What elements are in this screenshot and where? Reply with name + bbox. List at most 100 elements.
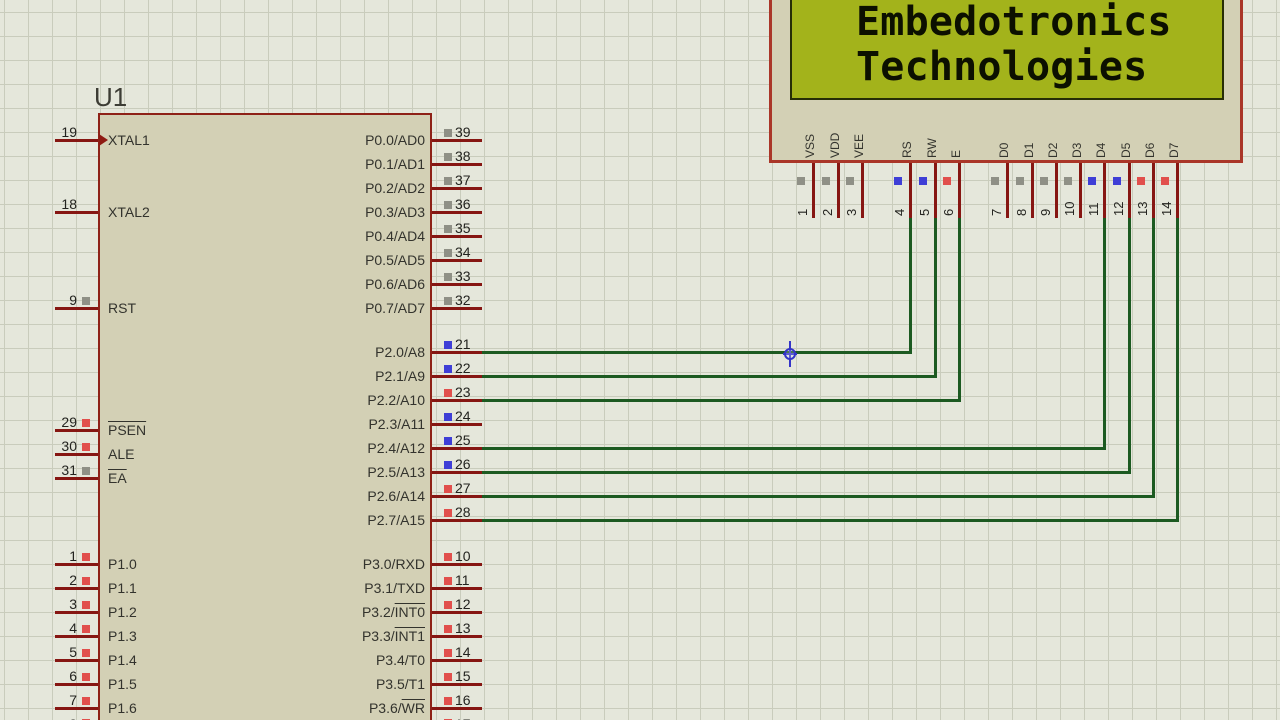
pin-state-indicator [1064,177,1072,185]
mcu-pin[interactable] [432,519,482,522]
mcu-pin[interactable] [432,163,482,166]
mcu-pin[interactable] [432,659,482,662]
lcd-pin[interactable] [958,163,961,218]
lcd-pin[interactable] [861,163,864,218]
wire-segment[interactable] [481,375,937,378]
lcd-pin[interactable] [934,163,937,218]
mcu-pin[interactable] [55,635,98,638]
mcu-pin[interactable] [432,187,482,190]
pin-name-label: P3.2/INT0 [361,604,425,620]
mcu-pin[interactable] [432,423,482,426]
pin-state-indicator [444,201,452,209]
mcu-pin[interactable] [55,587,98,590]
mcu-pin[interactable] [432,235,482,238]
mcu-pin[interactable] [55,211,98,214]
wire-segment[interactable] [481,447,1106,450]
mcu-pin[interactable] [55,659,98,662]
lcd-pin[interactable] [1006,163,1009,218]
pin-state-indicator [1161,177,1169,185]
wire-segment[interactable] [481,399,961,402]
mcu-pin[interactable] [55,611,98,614]
lcd-pin[interactable] [1176,163,1179,218]
lcd-pin[interactable] [1103,163,1106,218]
mcu-pin[interactable] [432,307,482,310]
pin-name-label: D7 [1167,142,1181,158]
pin-name-label: E [949,149,963,158]
wire-segment[interactable] [1152,218,1155,498]
pin-state-indicator [444,153,452,161]
wire-segment[interactable] [481,471,1131,474]
pin-number: 4 [892,208,907,216]
wire-segment[interactable] [481,495,1155,498]
pin-number: 25 [455,432,471,448]
lcd-pin[interactable] [812,163,815,218]
pin-number: 1 [69,548,77,564]
lcd-pin[interactable] [1128,163,1131,218]
mcu-pin[interactable] [55,707,98,710]
mcu-pin[interactable] [432,447,482,450]
pin-state-indicator [444,509,452,517]
wire-segment[interactable] [1103,218,1106,450]
mcu-pin[interactable] [55,683,98,686]
pin-number: 11 [1086,202,1101,217]
lcd-screen[interactable] [790,0,1224,100]
mcu-pin[interactable] [432,587,482,590]
mcu-pin[interactable] [432,471,482,474]
lcd-pin[interactable] [837,163,840,218]
pin-name-label: P3.5/T1 [375,676,425,692]
mcu-pin[interactable] [432,707,482,710]
pin-name-label: D3 [1070,142,1084,158]
wire-segment[interactable] [934,218,937,378]
mcu-body[interactable] [98,113,432,720]
wire-segment[interactable] [909,218,912,354]
pin-name-label: P2.6/A14 [367,488,425,504]
mcu-pin[interactable] [432,611,482,614]
pin-number: 15 [455,668,471,684]
mcu-pin[interactable] [55,307,98,310]
wire-segment[interactable] [1128,218,1131,474]
pin-number: 7 [989,208,1004,216]
mcu-pin[interactable] [55,477,98,480]
mcu-pin[interactable] [432,399,482,402]
lcd-pin[interactable] [909,163,912,218]
lcd-pin[interactable] [1079,163,1082,218]
mcu-pin[interactable] [55,563,98,566]
pin-number: 2 [69,572,77,588]
pin-state-indicator [82,697,90,705]
mcu-pin[interactable] [432,683,482,686]
pin-name-label: P3.6/WR [368,700,425,716]
lcd-pin[interactable] [1152,163,1155,218]
lcd-pin[interactable] [1055,163,1058,218]
mcu-pin[interactable] [432,259,482,262]
wire-segment[interactable] [481,351,912,354]
mcu-pin[interactable] [432,563,482,566]
pin-name-label: P0.7/AD7 [365,300,425,316]
wire-segment[interactable] [958,218,961,402]
wire-segment[interactable] [481,519,1179,522]
pin-state-indicator [1040,177,1048,185]
pin-state-indicator [822,177,830,185]
mcu-pin[interactable] [55,139,98,142]
pin-name-label: RW [925,138,939,158]
pin-number: 8 [1014,208,1029,216]
mcu-pin[interactable] [55,453,98,456]
lcd-pin[interactable] [1031,163,1034,218]
pin-number: 10 [455,548,471,564]
mcu-pin[interactable] [432,283,482,286]
mcu-pin[interactable] [432,375,482,378]
mcu-pin[interactable] [432,211,482,214]
pin-name-label: D5 [1119,142,1133,158]
pin-state-indicator [919,177,927,185]
mcu-pin[interactable] [432,139,482,142]
mcu-pin[interactable] [432,635,482,638]
mcu-pin[interactable] [432,495,482,498]
mcu-pin[interactable] [432,351,482,354]
wire-segment[interactable] [1176,218,1179,522]
pin-number: 9 [69,292,77,308]
pin-state-indicator [82,297,90,305]
pin-number: 27 [455,480,471,496]
mcu-pin[interactable] [55,429,98,432]
pin-state-indicator [82,443,90,451]
